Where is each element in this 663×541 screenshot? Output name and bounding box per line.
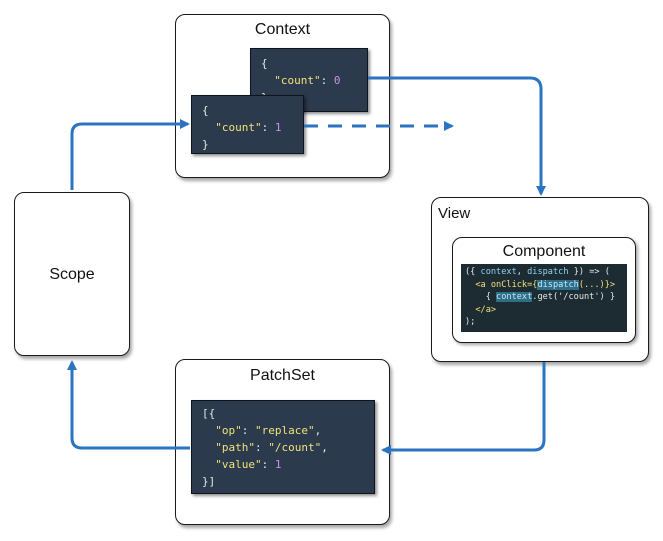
code-l2-dispatch: dispatch (537, 279, 579, 290)
view-title: View (438, 205, 471, 222)
code-l4: </a> (465, 304, 497, 315)
arrow-scope-to-context (70, 119, 190, 190)
context-new-state: { "count": 1 } (191, 95, 304, 154)
code-l3-b: .get('/count') } (532, 292, 616, 303)
code-l2-b: (...)}> (578, 279, 616, 290)
code-l1-dispatch: dispatch (527, 267, 569, 277)
old-count-key: "count" (274, 74, 321, 87)
patch-value-key: "value" (215, 458, 262, 471)
arrow-patchset-to-scope (67, 360, 190, 450)
new-close-brace: } (202, 138, 209, 151)
component-box: Component ({ context, dispatch }) => ( <… (452, 237, 636, 343)
new-sep: : (261, 121, 275, 134)
patch-value-value: 1 (274, 458, 282, 471)
arrow-view-to-patchset (381, 362, 546, 455)
old-open-brace: { (261, 57, 268, 70)
arrow-context-to-view (368, 76, 546, 196)
patch-close: }] (202, 475, 216, 488)
code-l1-a: ({ (465, 267, 481, 277)
code-l5: ); (465, 317, 476, 328)
new-count-key: "count" (215, 121, 262, 134)
code-l3-a: { (465, 292, 497, 303)
code-l3-context: context (496, 292, 533, 303)
context-old-state: { "count": 0 } (250, 48, 368, 112)
scope-box: Scope (14, 192, 130, 356)
context-title: Context (254, 21, 311, 38)
code-l1-c: }) => ( (568, 267, 610, 277)
patch-op-key: "op" (215, 424, 242, 437)
old-count-value: 0 (333, 74, 341, 87)
view-box: View Component ({ context, dispatch }) =… (431, 197, 649, 362)
component-code: ({ context, dispatch }) => ( <a onClick=… (461, 264, 627, 332)
old-sep: : (320, 74, 334, 87)
code-l1-context: context (480, 267, 517, 277)
new-open-brace: { (202, 104, 209, 117)
scope-title: Scope (49, 266, 95, 283)
code-l2-a: <a onClick={ (465, 279, 538, 290)
new-count-value: 1 (274, 121, 282, 134)
patch-path-value: "/count" (268, 441, 322, 454)
code-l1-b: , (516, 267, 528, 277)
patch-open: [{ (202, 407, 216, 420)
component-title: Component (502, 243, 586, 260)
patchset-code: [{ "op": "replace", "path": "/count", "v… (191, 400, 375, 494)
patch-path-key: "path" (215, 441, 255, 454)
patchset-title: PatchSet (250, 367, 315, 384)
patch-op-value: "replace" (255, 424, 315, 437)
